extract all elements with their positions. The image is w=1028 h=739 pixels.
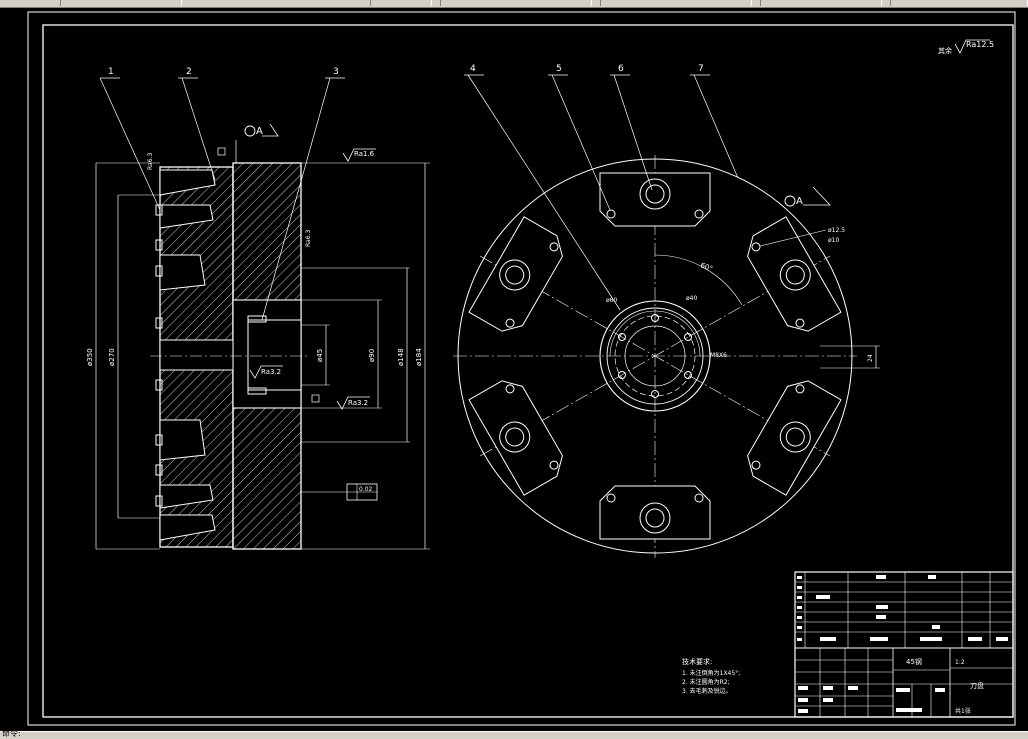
svg-text:Ra3.2: Ra3.2 — [348, 399, 368, 407]
svg-text:ø148: ø148 — [397, 348, 405, 366]
svg-text:0.02: 0.02 — [359, 486, 373, 493]
front-view: 60° — [453, 64, 880, 558]
svg-text:60°: 60° — [699, 261, 713, 273]
svg-text:2. 未注圆角为R2;: 2. 未注圆角为R2; — [682, 678, 730, 686]
svg-text:45钢: 45钢 — [906, 657, 922, 666]
svg-text:ø90: ø90 — [368, 349, 376, 362]
svg-text:A: A — [256, 126, 263, 137]
command-line[interactable]: 命令: — [0, 729, 1028, 739]
svg-text:ø270: ø270 — [108, 348, 116, 366]
svg-text:共1张: 共1张 — [955, 707, 971, 715]
svg-text:1. 未注倒角为1X45°;: 1. 未注倒角为1X45°; — [682, 669, 740, 677]
svg-text:其余: 其余 — [938, 46, 952, 55]
svg-text:ø184: ø184 — [415, 348, 423, 366]
drawing-canvas[interactable]: 其余 Ra12.5 — [0, 7, 1028, 731]
balloon-2: 2 — [186, 67, 192, 77]
svg-text:1:2: 1:2 — [955, 659, 965, 666]
svg-text:Ra6.3: Ra6.3 — [147, 153, 154, 170]
toolbar-segment[interactable] — [760, 0, 882, 6]
roughness-overall: 其余 Ra12.5 — [938, 39, 994, 55]
toolbar-segment[interactable] — [600, 0, 752, 6]
svg-text:ø12.5: ø12.5 — [828, 227, 845, 234]
svg-text:技术要求:: 技术要求: — [682, 657, 712, 666]
balloon-3: 3 — [333, 67, 339, 77]
balloon-7: 7 — [698, 64, 704, 74]
svg-text:ø350: ø350 — [86, 348, 94, 366]
svg-text:ø10: ø10 — [828, 237, 839, 244]
toolbar-segment[interactable] — [890, 0, 1028, 6]
balloon-1: 1 — [108, 67, 114, 77]
command-prompt: 命令: — [2, 729, 21, 738]
svg-text:Ra1.6: Ra1.6 — [354, 150, 375, 158]
svg-text:Ra12.5: Ra12.5 — [966, 40, 994, 49]
svg-text:3. 去毛刺及锐边。: 3. 去毛刺及锐边。 — [682, 687, 732, 695]
title-block-text: 45钢 刀盘 1:2 共1张 — [797, 575, 1008, 715]
balloon-4: 4 — [470, 64, 476, 74]
balloon-6: 6 — [618, 64, 624, 74]
toolbar-segment[interactable] — [60, 0, 182, 6]
svg-text:Ra3.2: Ra3.2 — [261, 368, 281, 376]
svg-text:24: 24 — [867, 354, 874, 362]
svg-text:Ra6.3: Ra6.3 — [305, 230, 312, 247]
title-block — [794, 571, 1014, 718]
svg-text:A: A — [796, 196, 803, 207]
svg-text:ø40: ø40 — [686, 295, 697, 302]
inner-frame — [42, 24, 1014, 718]
svg-text:ø45: ø45 — [316, 349, 324, 362]
outer-frame — [27, 11, 1016, 726]
balloon-5: 5 — [556, 64, 562, 74]
svg-text:刀盘: 刀盘 — [970, 681, 984, 690]
section-view: ø350 ø270 ø45 ø90 ø148 ø184 Ra1.6 Ra6.3 … — [86, 67, 430, 550]
toolbar-segment[interactable] — [440, 0, 592, 6]
svg-text:ø60: ø60 — [606, 297, 617, 304]
technical-notes: 技术要求: 1. 未注倒角为1X45°; 2. 未注圆角为R2; 3. 去毛刺及… — [682, 657, 740, 695]
toolbar-segment[interactable] — [370, 0, 432, 6]
svg-text:M8X6: M8X6 — [710, 352, 727, 359]
